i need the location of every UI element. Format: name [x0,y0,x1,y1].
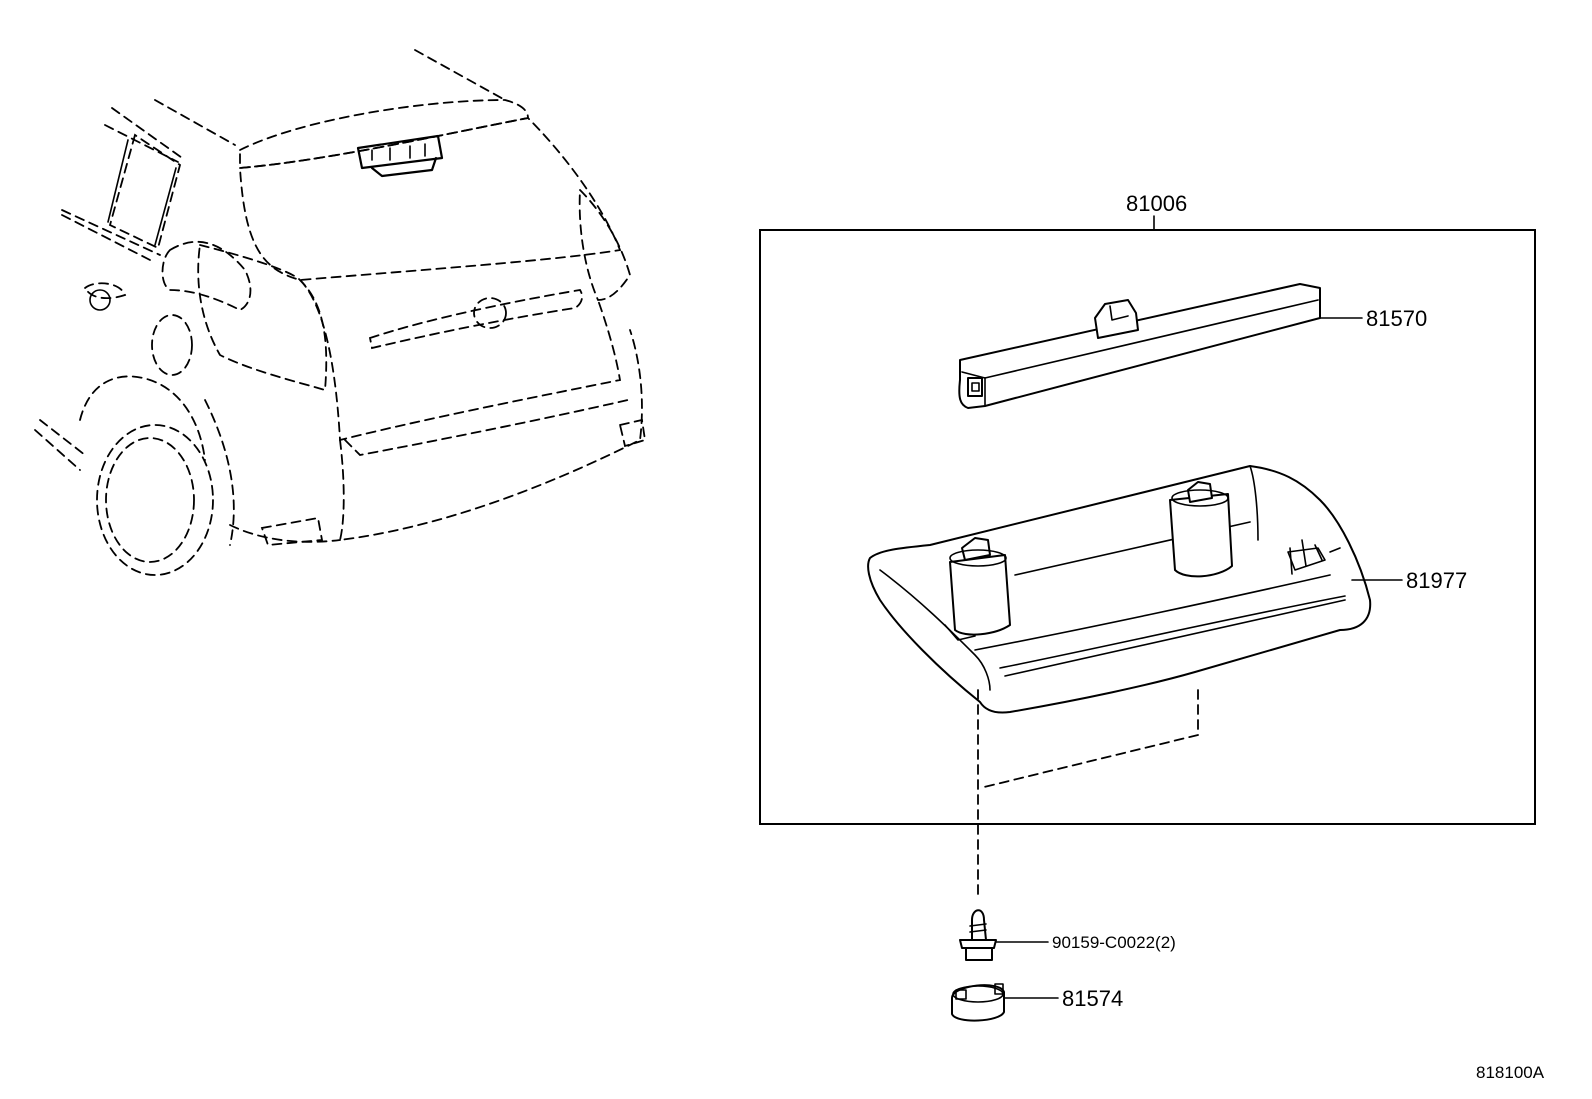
high-mount-stop-lamp [958,283,1321,409]
lamp-cover [867,465,1372,714]
part-number-90159-c0022: 90159-C0022(2) [1052,933,1176,952]
assembly-box [759,229,1536,825]
part-number-81570: 81570 [1366,306,1427,331]
screw [959,909,997,961]
part-number-81977: 81977 [1406,568,1467,593]
part-number-81574: 81574 [1062,986,1123,1011]
part-number-81006: 81006 [1126,191,1187,216]
install-line-second [979,689,1199,789]
vehicle-rear-illustration [34,49,647,576]
drawing-code: 818100A [1476,1063,1545,1082]
cap [951,983,1005,1022]
